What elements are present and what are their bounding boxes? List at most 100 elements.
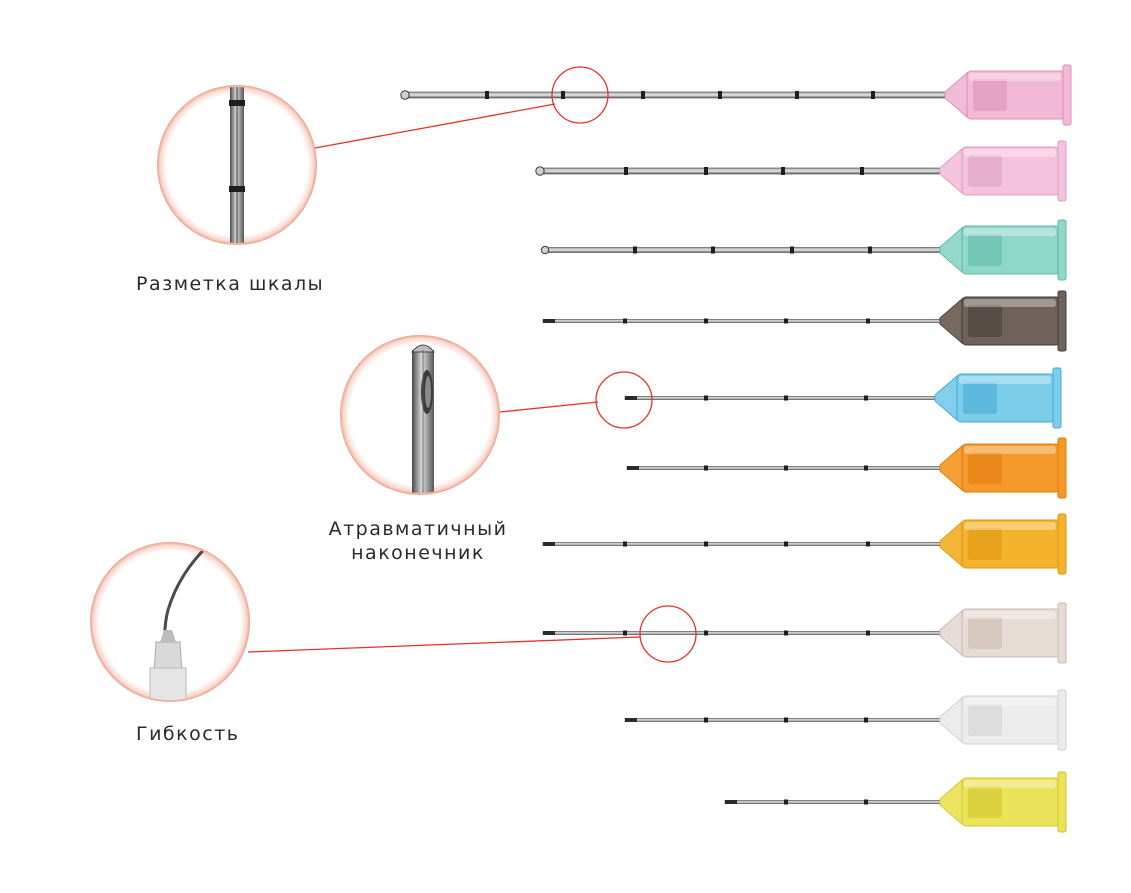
- cannula-shaft: [724, 800, 941, 804]
- cannula: [535, 140, 1067, 202]
- hub-flange: [1052, 367, 1062, 429]
- scale-mark: [864, 799, 868, 805]
- hub-highlight: [964, 522, 1056, 530]
- cannula: [540, 219, 1067, 281]
- cannula-tip: [543, 542, 555, 546]
- scale-mark: [711, 246, 715, 254]
- cannula-hub: [939, 689, 1067, 751]
- hub-flange: [1057, 602, 1067, 664]
- hub-flange: [1057, 513, 1067, 575]
- hub-highlight: [969, 73, 1061, 81]
- cannula-shaft: [542, 542, 941, 546]
- cannula-tip: [627, 466, 639, 470]
- cannula-list: [400, 64, 1072, 833]
- cannula-hub: [939, 602, 1067, 664]
- scale-mark: [561, 91, 565, 99]
- hub-window: [973, 79, 1007, 111]
- cannula-tip: [725, 800, 737, 804]
- hub-flange: [1057, 437, 1067, 499]
- cannula-tip: [625, 396, 637, 400]
- cannula: [724, 771, 1067, 833]
- magnifier-circle-flex: [639, 605, 697, 663]
- hub-highlight: [964, 611, 1056, 619]
- hub-cone: [939, 147, 963, 195]
- scale-mark: [704, 717, 708, 723]
- hub-flange: [1057, 771, 1067, 833]
- cannula-hub: [939, 140, 1067, 202]
- scale-mark: [641, 91, 645, 99]
- cannula-shaft: [624, 718, 941, 722]
- magnifier-circle-tip: [595, 371, 653, 429]
- label-flexibility: Гибкость: [136, 723, 240, 745]
- scale-mark: [623, 541, 627, 547]
- hub-highlight: [964, 698, 1056, 706]
- hub-cone: [944, 71, 968, 119]
- cannula: [626, 437, 1067, 499]
- cannula: [400, 64, 1072, 126]
- callout-scale-lens: [157, 85, 317, 245]
- cannula-shaft: [539, 167, 941, 175]
- scale-mark: [784, 541, 788, 547]
- scale-mark: [784, 318, 788, 324]
- scale-mark: [784, 799, 788, 805]
- scale-mark: [864, 395, 868, 401]
- scale-mark: [871, 91, 875, 99]
- hub-window: [968, 155, 1002, 187]
- hub-window: [968, 305, 1002, 337]
- cannula-shaft: [544, 247, 941, 253]
- callout-flex-lens: [90, 542, 250, 702]
- scale-mark: [633, 246, 637, 254]
- cannula-tip: [625, 718, 637, 722]
- callout-tip-connector: [499, 401, 599, 413]
- hub-cone: [939, 226, 963, 274]
- scale-mark: [704, 541, 708, 547]
- cannula-tip: [540, 245, 550, 255]
- hub-cone: [939, 778, 963, 826]
- scale-mark: [784, 717, 788, 723]
- scale-mark: [866, 630, 870, 636]
- cannula-hub: [939, 437, 1067, 499]
- hub-cone: [934, 374, 958, 422]
- cannula-shaft: [542, 631, 941, 635]
- callout-tip-lens: [340, 335, 500, 495]
- scale-mark: [624, 167, 628, 175]
- hub-flange: [1062, 64, 1072, 126]
- cannula-tip: [535, 166, 545, 176]
- cannula-hub: [939, 513, 1067, 575]
- scale-mark: [704, 395, 708, 401]
- hub-flange: [1057, 219, 1067, 281]
- scale-mark: [866, 541, 870, 547]
- hub-cone: [939, 444, 963, 492]
- cannula-shaft: [626, 466, 941, 470]
- hub-highlight: [964, 149, 1056, 157]
- scale-mark: [784, 395, 788, 401]
- scale-mark: [784, 630, 788, 636]
- cannula-hub: [939, 771, 1067, 833]
- label-atraumatic-tip-line2: наконечник: [351, 542, 485, 564]
- scale-mark: [704, 465, 708, 471]
- scale-mark: [790, 246, 794, 254]
- scale-mark: [864, 717, 868, 723]
- scale-mark: [704, 318, 708, 324]
- hub-flange: [1057, 290, 1067, 352]
- hub-window: [968, 234, 1002, 266]
- scale-mark: [860, 167, 864, 175]
- scale-mark: [485, 91, 489, 99]
- scale-mark: [623, 630, 627, 636]
- cannula: [624, 689, 1067, 751]
- hub-window: [968, 786, 1002, 818]
- scale-mark: [704, 167, 708, 175]
- hub-window: [968, 704, 1002, 736]
- cannula-tip: [543, 631, 555, 635]
- scale-mark: [864, 465, 868, 471]
- hub-highlight: [964, 228, 1056, 236]
- hub-cone: [939, 696, 963, 744]
- label-scale-marking: Разметка шкалы: [136, 273, 325, 295]
- hub-flange: [1057, 140, 1067, 202]
- hub-highlight: [964, 446, 1056, 454]
- scale-mark: [781, 167, 785, 175]
- cannula-hub: [939, 219, 1067, 281]
- magnifier-circle-scale: [551, 66, 609, 124]
- hub-cone: [939, 297, 963, 345]
